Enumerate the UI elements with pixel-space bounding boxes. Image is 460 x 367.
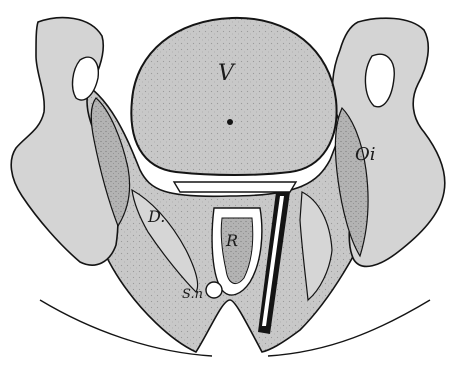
label-v: V: [218, 61, 236, 86]
label-d: D.: [147, 207, 165, 226]
fascial-band: [174, 182, 296, 192]
v-structure-center-dot: [227, 119, 233, 125]
v-structure: [131, 18, 336, 175]
sn-circle: [206, 282, 222, 298]
label-sn: S.n: [182, 287, 203, 302]
label-oi: Oi: [355, 144, 376, 165]
label-r: R: [225, 231, 238, 250]
